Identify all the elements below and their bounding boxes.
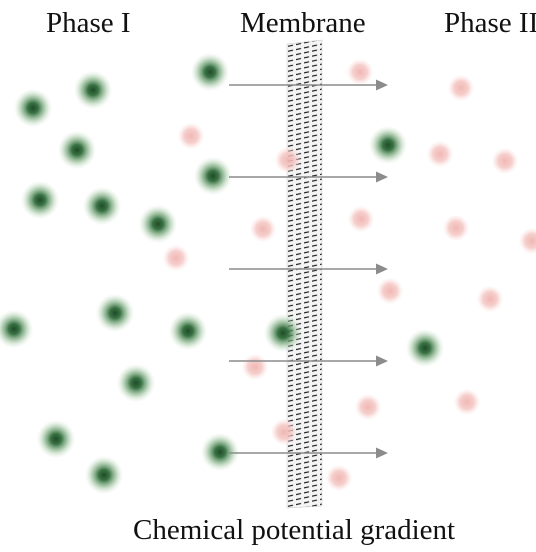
pink-particle [326, 465, 352, 491]
pink-particle [348, 206, 374, 232]
phase-i-particles [0, 53, 444, 494]
green-particle [58, 131, 96, 169]
arrow-head [376, 355, 388, 367]
gradient-arrow [229, 171, 388, 183]
pink-particle [242, 354, 268, 380]
green-particle [74, 71, 112, 109]
gradient-arrow [229, 447, 388, 459]
pink-particle [271, 419, 297, 445]
arrow-head [376, 171, 388, 183]
green-particle [21, 181, 59, 219]
pink-particle [163, 245, 189, 271]
gradient-arrows [229, 79, 388, 459]
green-particle [37, 420, 75, 458]
arrow-head [376, 79, 388, 91]
green-particle [201, 433, 239, 471]
pink-particle [377, 278, 403, 304]
pink-particle [427, 141, 453, 167]
green-particle [96, 294, 134, 332]
phase-i-label: Phase I [46, 7, 131, 39]
green-particle [169, 312, 207, 350]
pink-particle [443, 215, 469, 241]
green-particle [139, 205, 177, 243]
pink-particle [355, 394, 381, 420]
gradient-label: Chemical potential gradient [133, 514, 456, 546]
green-particle [0, 310, 33, 348]
pink-particle [519, 228, 536, 254]
green-particle [83, 187, 121, 225]
gradient-arrow [229, 263, 388, 275]
green-particle [14, 89, 52, 127]
green-particle [369, 126, 407, 164]
green-particle [117, 364, 155, 402]
phase-ii-particles [163, 59, 536, 491]
gradient-arrow [229, 79, 388, 91]
pink-particle [347, 59, 373, 85]
arrow-head [376, 263, 388, 275]
pink-particle [275, 147, 301, 173]
pink-particle [448, 75, 474, 101]
pink-particle [250, 216, 276, 242]
phase-ii-label: Phase II [444, 7, 536, 39]
gradient-arrow [229, 355, 388, 367]
pink-particle [178, 123, 204, 149]
green-particle [194, 157, 232, 195]
pink-particle [492, 148, 518, 174]
green-particle [191, 53, 229, 91]
green-particle [406, 329, 444, 367]
pink-particle [477, 286, 503, 312]
pink-particle [454, 389, 480, 415]
green-particle [264, 314, 302, 352]
green-particle [85, 456, 123, 494]
membrane-label: Membrane [240, 7, 366, 39]
arrow-head [376, 447, 388, 459]
